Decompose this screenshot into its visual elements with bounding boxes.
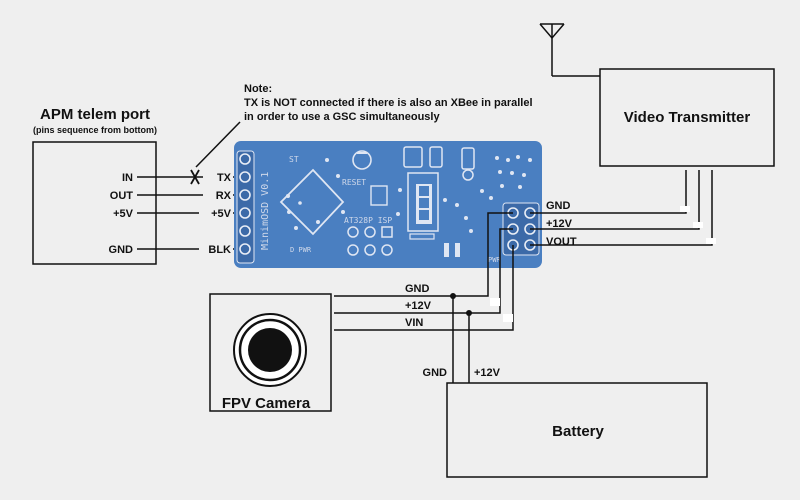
note-line1: TX is NOT connected if there is also an … — [244, 97, 533, 109]
note-heading: Note: — [244, 83, 272, 95]
camera-lens-icon — [233, 313, 307, 387]
batt-pin-12v: +12V — [474, 367, 501, 379]
osd-pcb — [234, 141, 542, 268]
apm-subtitle: (pins sequence from bottom) — [33, 125, 157, 135]
osd-reset-silkscreen: RESET — [342, 178, 366, 187]
tx-cut-mark — [190, 169, 200, 185]
osd-pin-vout: VOUT — [546, 236, 577, 248]
apm-telem-port: APM telem port (pins sequence from botto… — [32, 106, 157, 265]
osd-name-silkscreen: MinimOSD V0.1 — [260, 172, 271, 250]
camera-pin-labels: GND +12V VIN — [405, 283, 432, 329]
video-transmitter: Video Transmitter — [539, 23, 775, 167]
battery-pin-labels: GND +12V — [423, 367, 501, 379]
osd-chip-silkscreen: AT328P ISP — [344, 216, 392, 225]
osd-video-chip — [279, 158, 345, 236]
osd-pin-blk: BLK — [208, 244, 231, 256]
osd-pwr1-silkscreen: D PWR — [290, 246, 312, 254]
battery-wires — [452, 296, 470, 383]
wire-cam-gnd — [334, 212, 513, 297]
osd-pin-rx: RX — [216, 190, 232, 202]
osd-pin-5v: +5V — [211, 208, 232, 220]
osd-pin-12v: +12V — [546, 218, 573, 230]
antenna-icon — [539, 23, 600, 77]
osd-pin-tx: TX — [217, 172, 232, 184]
osd-crystal — [370, 185, 388, 206]
cam-pin-vin: VIN — [405, 317, 423, 329]
apm-pin-out: OUT — [110, 190, 134, 202]
batt-pin-gnd: GND — [423, 367, 448, 379]
apm-pin-5v: +5V — [113, 208, 134, 220]
apm-title: APM telem port — [40, 106, 150, 123]
wire-junctions — [450, 293, 472, 316]
reset-button-icon — [352, 150, 372, 170]
video-tx-box — [599, 68, 775, 167]
osd-pin-gnd: GND — [546, 200, 571, 212]
video-tx-label: Video Transmitter — [624, 109, 751, 126]
apm-box — [32, 141, 157, 265]
vtx-wire-ends — [680, 206, 716, 244]
osd-st-silkscreen: ST — [289, 155, 299, 164]
wire-cam-vin — [334, 245, 514, 331]
battery: Battery — [446, 382, 708, 478]
note-pointer — [195, 121, 241, 168]
wire-vtx-gnd — [530, 170, 687, 214]
camera-label: FPV Camera — [222, 395, 311, 412]
osd-vtx-wires — [530, 170, 713, 246]
apm-pin-gnd: GND — [109, 244, 134, 256]
osd-isp-pads — [347, 226, 393, 256]
osd-pwr2-silkscreen: PWR — [488, 256, 501, 264]
cam-wire-ends — [490, 298, 513, 322]
fpv-camera: FPV Camera — [209, 293, 332, 412]
wire-vtx-vout — [530, 170, 713, 246]
osd-camera-wires — [334, 212, 514, 331]
note: Note: TX is NOT connected if there is al… — [244, 83, 533, 123]
battery-label: Battery — [552, 423, 604, 440]
minimosd-board: TX RX +5V BLK MinimOSD V0.1 ST RESET AT — [199, 141, 542, 268]
apm-pin-in: IN — [122, 172, 133, 184]
wire-cam-12v — [334, 228, 513, 314]
osd-capacitors — [403, 146, 475, 181]
note-line2: in order to use a GSC simultaneously — [244, 111, 440, 123]
osd-left-pin-labels: TX RX +5V BLK — [199, 170, 233, 256]
wire-vtx-12v — [530, 170, 700, 230]
osd-left-header — [236, 150, 255, 264]
osd-right-pin-labels: GND +12V VOUT — [546, 200, 577, 248]
battery-box — [446, 382, 708, 478]
osd-regulator — [407, 172, 439, 240]
osd-smd-components — [396, 155, 532, 257]
cam-pin-gnd: GND — [405, 283, 430, 295]
cam-pin-12v: +12V — [405, 300, 432, 312]
